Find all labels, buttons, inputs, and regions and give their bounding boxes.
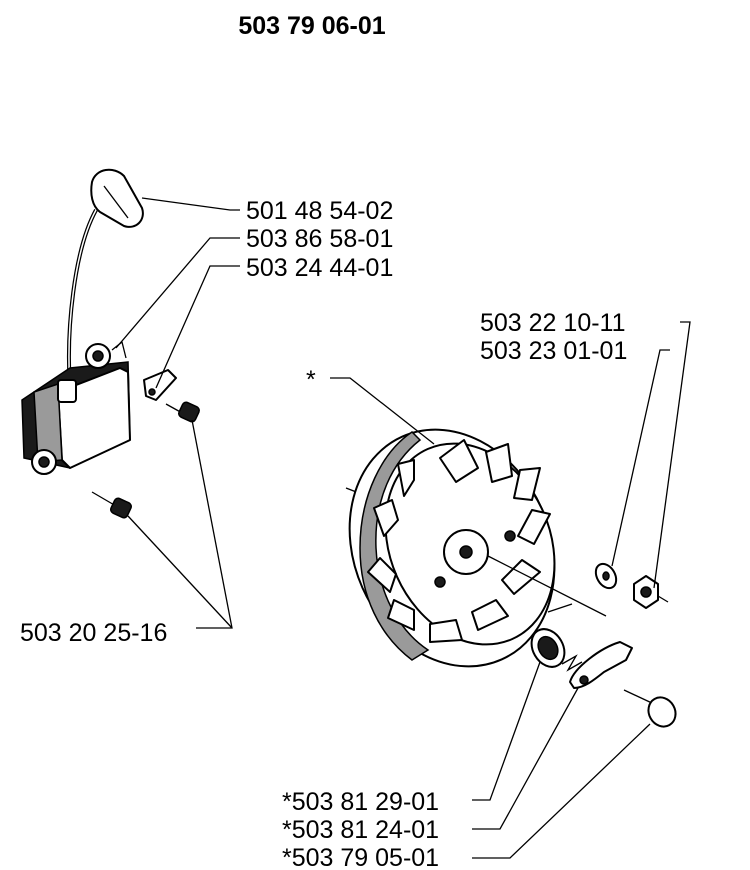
- leader-lines-right: [330, 321, 691, 859]
- label-pawl: *503 81 24-01: [282, 816, 439, 844]
- label-flywheel: *: [306, 366, 316, 394]
- diagram-title: 503 79 06-01: [238, 12, 385, 40]
- label-pawl-spring-bush: *503 81 29-01: [282, 788, 439, 816]
- label-washer: 503 22 10-11: [480, 309, 626, 337]
- leader-lines-left: [115, 197, 240, 629]
- pawl-spring-bush-icon: [530, 628, 583, 672]
- label-spark-plug-cap: 501 48 54-02: [246, 197, 393, 225]
- label-ignition-module: 503 86 58-01: [246, 225, 393, 253]
- module-screw-lower-icon: [91, 491, 132, 519]
- label-module-screws: 503 20 25-16: [20, 619, 167, 647]
- label-nut: 503 23 01-01: [480, 337, 627, 365]
- pawl-screw-icon: [623, 689, 677, 728]
- washer-icon: [594, 562, 618, 590]
- label-short-circuit-cable: 503 24 44-01: [246, 254, 393, 282]
- flywheel-icon: [345, 428, 607, 668]
- label-pawl-screw: *503 79 05-01: [282, 844, 439, 870]
- nut-icon: [633, 575, 669, 609]
- spark-plug-cap-icon: [67, 168, 144, 389]
- module-screw-upper-icon: [165, 401, 200, 423]
- pawl-icon: [547, 603, 633, 689]
- ignition-module-icon: [21, 340, 131, 475]
- short-circuit-cable-icon: [143, 369, 177, 401]
